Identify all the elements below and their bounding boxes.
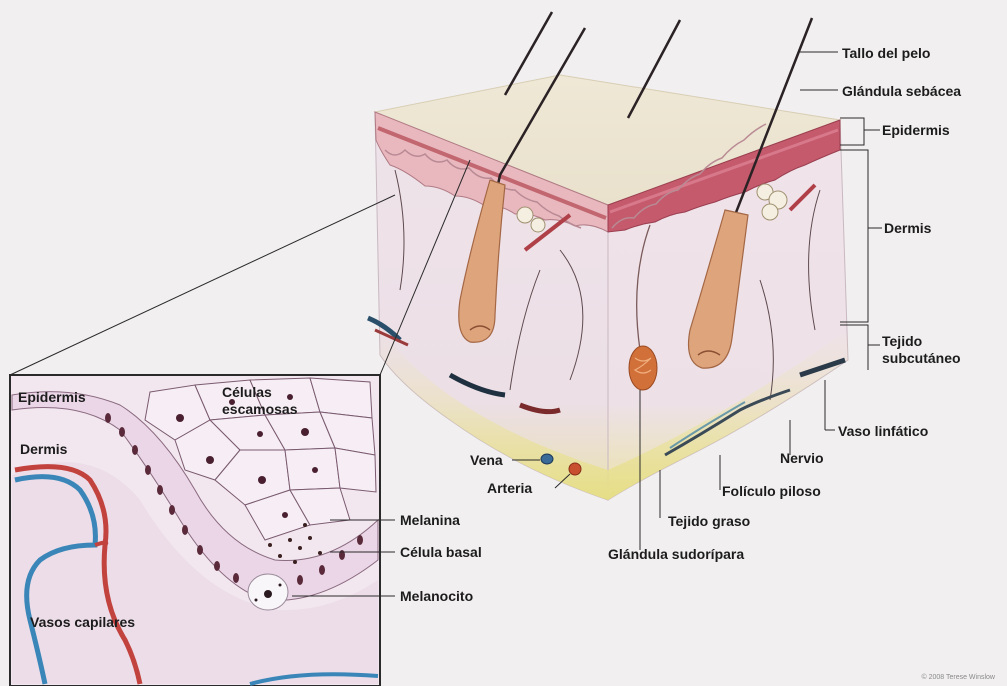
label-tejido-graso: Tejido graso	[668, 513, 750, 529]
label-tejido-subcutaneo-line1: Tejido	[882, 333, 922, 349]
label-glandula-sebacea: Glándula sebácea	[842, 83, 961, 99]
label-arteria: Arteria	[487, 480, 532, 496]
vena-dot	[541, 454, 553, 464]
label-vena: Vena	[470, 452, 503, 468]
label-dermis: Dermis	[884, 220, 931, 236]
inset-label-epidermis: Epidermis	[18, 389, 86, 405]
label-nervio: Nervio	[780, 450, 824, 466]
label-epidermis: Epidermis	[882, 122, 950, 138]
arteria-dot	[569, 463, 581, 475]
label-celula-basal: Célula basal	[400, 544, 482, 560]
inset-label-vasos-capilares: Vasos capilares	[30, 614, 135, 630]
copyright-note: © 2008 Terese Winslow	[921, 674, 995, 682]
label-tejido-subcutaneo-line2: subcutáneo	[882, 350, 961, 366]
label-vaso-linfatico: Vaso linfático	[838, 423, 928, 439]
inset-panel	[10, 375, 395, 686]
label-glandula-sudoripara: Glándula sudorípara	[608, 546, 744, 562]
inset-label-celulas-line1: Células	[222, 384, 272, 400]
label-melanina: Melanina	[400, 512, 460, 528]
skin-block	[368, 12, 848, 500]
melanocyte	[248, 574, 288, 610]
inset-label-celulas-line2: escamosas	[222, 401, 298, 417]
inset-label-dermis: Dermis	[20, 441, 67, 457]
label-foliculo-piloso: Folículo piloso	[722, 483, 821, 499]
label-tallo-del-pelo: Tallo del pelo	[842, 45, 930, 61]
label-melanocito: Melanocito	[400, 588, 473, 604]
